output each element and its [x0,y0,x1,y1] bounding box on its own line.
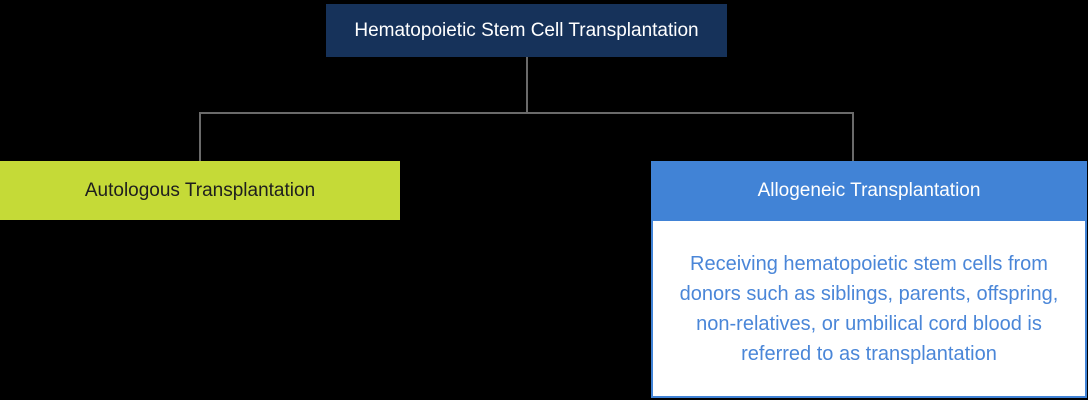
autologous-transplantation-node: Autologous Transplantation [0,161,400,220]
root-node-hematopoietic-transplantation: Hematopoietic Stem Cell Transplantation [326,4,727,57]
root-node-label: Hematopoietic Stem Cell Transplantation [354,19,699,41]
allogeneic-node-label: Allogeneic Transplantation [757,180,981,201]
autologous-node-label: Autologous Transplantation [84,179,316,201]
allogeneic-node-header: Allogeneic Transplantation [651,161,1087,221]
allogeneic-transplantation-card: Allogeneic Transplantation Receiving hem… [651,161,1087,398]
connector-root-vertical [526,57,528,113]
allogeneic-node-description: Receiving hematopoietic stem cells from … [679,252,1059,365]
connector-left-vertical [199,112,201,161]
connector-horizontal [199,112,854,114]
connector-right-vertical [852,112,854,161]
allogeneic-node-description-box: Receiving hematopoietic stem cells from … [651,221,1087,398]
